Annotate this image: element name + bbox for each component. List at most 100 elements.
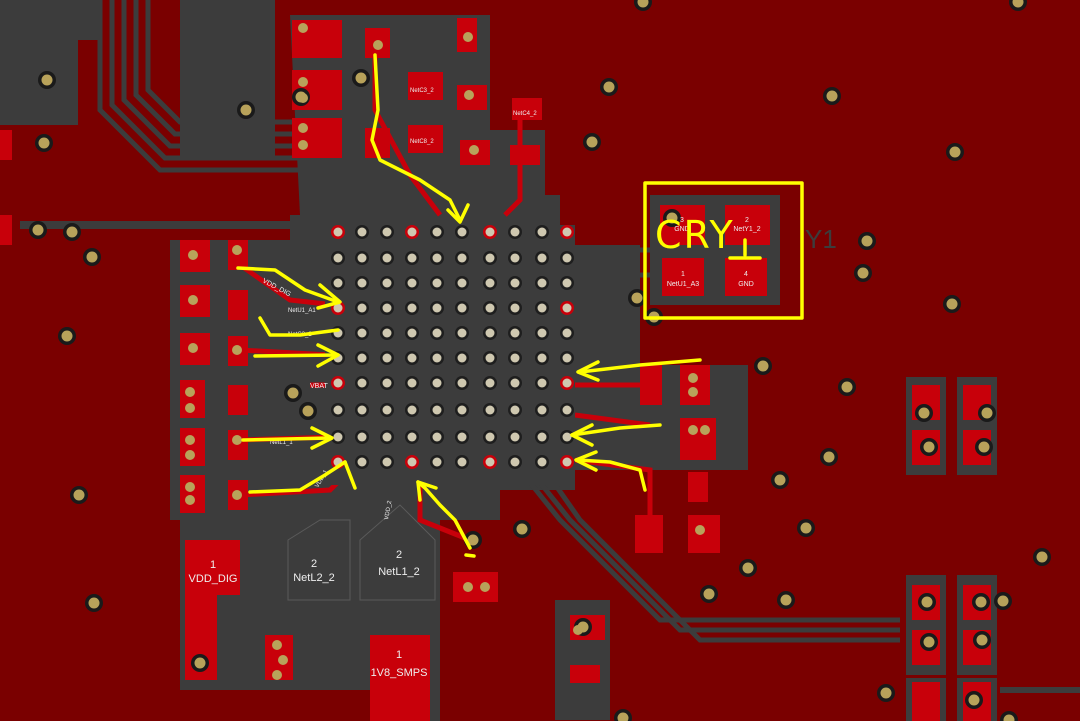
pad-drill xyxy=(188,343,198,353)
bga-ball-drill xyxy=(510,278,520,288)
bga-ball-drill xyxy=(562,303,572,313)
via-drill xyxy=(923,636,935,648)
pad-drill xyxy=(185,387,195,397)
bga-ball-drill xyxy=(537,328,547,338)
pad xyxy=(228,430,248,460)
pad-drill xyxy=(185,403,195,413)
arrow-left-1 xyxy=(236,266,340,304)
pad-drill xyxy=(298,140,308,150)
pad-drill xyxy=(232,345,242,355)
arrow-left-4 xyxy=(241,436,332,442)
bga-ball-drill xyxy=(357,457,367,467)
pad-drill xyxy=(298,123,308,133)
bga-ball-drill xyxy=(457,227,467,237)
via-drill xyxy=(949,146,961,158)
via-drill xyxy=(800,522,812,534)
bga-ball-drill xyxy=(510,303,520,313)
pad xyxy=(640,365,662,405)
arrow-left-5 xyxy=(248,460,347,494)
bga-ball-drill xyxy=(510,328,520,338)
bga-ball-drill xyxy=(537,405,547,415)
pad-drill xyxy=(188,250,198,260)
vdd-dig-label: VDD_DIG xyxy=(189,573,238,585)
via-drill xyxy=(41,74,53,86)
bga-ball-drill xyxy=(457,405,467,415)
arrow-right-2 xyxy=(570,423,662,437)
bga-ball-drill xyxy=(432,303,442,313)
bga-ball-drill xyxy=(382,378,392,388)
1v8-smps-pad xyxy=(370,635,430,721)
smd-pads xyxy=(0,18,991,721)
bga-ball-drill xyxy=(333,432,343,442)
via-drill xyxy=(976,634,988,646)
net-top2-label: NetC8_2 xyxy=(410,139,434,145)
bga-ball-drill xyxy=(510,227,520,237)
crystal-pad3-net: GND xyxy=(674,226,690,233)
pad-drill xyxy=(464,90,474,100)
bga-ball-drill xyxy=(537,457,547,467)
bga-ball-drill xyxy=(537,253,547,263)
crystal-annotation-label: CRY xyxy=(655,213,735,257)
crystal-pad3-pin: 3 xyxy=(680,217,684,224)
bga-ball-drill xyxy=(562,432,572,442)
via-drill xyxy=(240,104,252,116)
via-drill xyxy=(32,224,44,236)
bga-ball-drill xyxy=(537,227,547,237)
arrow-left-2 xyxy=(258,316,340,337)
bga-ball-drill xyxy=(485,303,495,313)
bga-ball-drill xyxy=(485,353,495,363)
arrowhead-bottom-1 xyxy=(416,480,438,502)
pad xyxy=(0,215,12,245)
via-drill xyxy=(946,298,958,310)
bga-ball-drill xyxy=(382,253,392,263)
via-drill xyxy=(61,330,73,342)
arrowhead-left-1 xyxy=(316,283,342,310)
arrowhead-top-1 xyxy=(446,203,470,224)
bga-ball-drill xyxy=(485,328,495,338)
pad-drill xyxy=(188,295,198,305)
via-drill xyxy=(86,251,98,263)
via-drill xyxy=(38,137,50,149)
bga-ball-drill xyxy=(407,303,417,313)
bga-ball-drill xyxy=(382,432,392,442)
bga-ball-drill xyxy=(537,278,547,288)
bga-ball-drill xyxy=(510,405,520,415)
annotation-marks xyxy=(236,53,804,558)
bga-ball-drill xyxy=(562,278,572,288)
via-drill xyxy=(923,441,935,453)
bga-ball-drill xyxy=(407,432,417,442)
pad-drill xyxy=(298,93,308,103)
pad xyxy=(512,98,542,120)
netl2-pin-label: 2 xyxy=(311,558,317,570)
pad xyxy=(0,130,12,160)
bga-ball-drill xyxy=(357,405,367,415)
via-drill xyxy=(617,712,629,721)
bga-ball-drill xyxy=(562,253,572,263)
keepout-topleft xyxy=(0,0,78,125)
bga-ball-drill xyxy=(407,278,417,288)
pad xyxy=(510,145,540,165)
bga-ball-drill xyxy=(537,432,547,442)
via-drill xyxy=(302,405,314,417)
via-drill xyxy=(826,90,838,102)
bga-ball-drill xyxy=(333,378,343,388)
vbat-label: VBAT xyxy=(310,383,328,390)
pad-drill xyxy=(573,625,583,635)
bga-ball-drill xyxy=(457,432,467,442)
arrowhead-right-2 xyxy=(570,423,594,447)
via-drill xyxy=(823,451,835,463)
bga-ball-drill xyxy=(432,378,442,388)
pad xyxy=(688,472,708,502)
arrowhead-left-3 xyxy=(316,343,340,368)
pad xyxy=(228,385,248,415)
bga-ball-drill xyxy=(407,227,417,237)
bga-ball-drill xyxy=(485,432,495,442)
bga-ball-drill xyxy=(382,328,392,338)
arrow-bottom-1 xyxy=(416,480,472,550)
bga-ball-drill xyxy=(562,353,572,363)
arrowhead-left-4 xyxy=(310,426,334,450)
bga-ball-drill xyxy=(357,227,367,237)
bga-ball-drill xyxy=(432,405,442,415)
arrowhead-right-1 xyxy=(576,360,600,382)
bga-ball-drill xyxy=(485,227,495,237)
